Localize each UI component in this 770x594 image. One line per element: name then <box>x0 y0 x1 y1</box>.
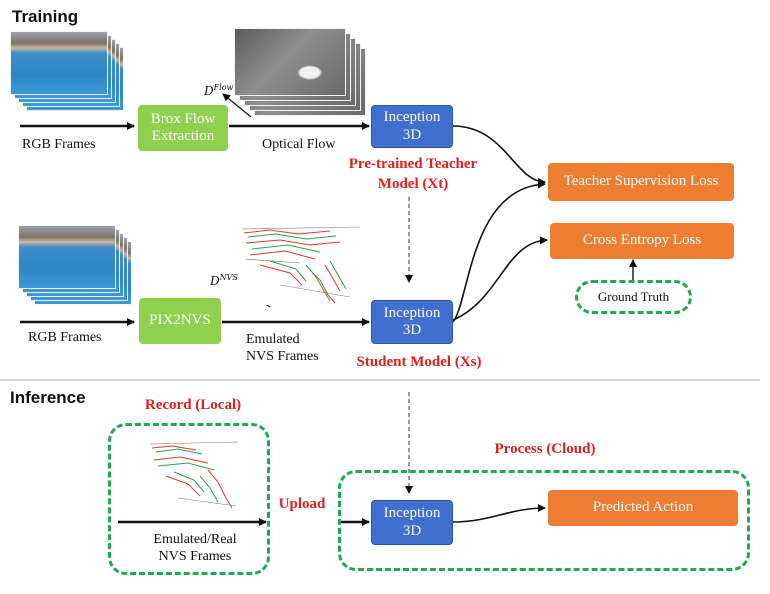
inception-3d-student: Inception 3D <box>371 300 453 344</box>
brox-flow-extraction-block: Brox Flow Extraction <box>138 105 228 151</box>
ground-truth-box <box>575 280 692 314</box>
inception-3d-inference: Inception 3D <box>371 500 453 545</box>
process-cloud-box <box>338 470 750 571</box>
teacher-supervision-loss-block: Teacher Supervision Loss <box>548 163 734 201</box>
pix2nvs-block: PIX2NVS <box>139 298 221 344</box>
cross-entropy-loss-block: Cross Entropy Loss <box>550 223 734 259</box>
curve-teacher-to-loss <box>452 125 546 186</box>
arrow-d-flow <box>222 93 252 118</box>
teacher-model-label: Pre-trained Teacher Model (Xt) <box>348 156 478 192</box>
upload-label: Upload <box>278 496 326 512</box>
curve-student-to-ce-loss <box>452 236 548 321</box>
record-local-label: Record (Local) <box>144 397 242 413</box>
curve-student-to-teacher-loss <box>452 180 546 323</box>
ground-truth-label: Ground Truth <box>597 289 670 304</box>
rgb-frames-bottom-label: RGB Frames <box>28 330 102 345</box>
d-nvs-label: DNVS <box>210 273 238 288</box>
rgb-frames-top-label: RGB Frames <box>22 137 96 152</box>
predicted-action-block: Predicted Action <box>548 490 738 526</box>
record-local-box <box>108 423 270 575</box>
optical-flow-label: Optical Flow <box>262 137 336 152</box>
nvs-frames-label: Emulated/Real NVS Frames <box>153 532 237 564</box>
nvs-event-image-training <box>240 225 365 305</box>
training-title: Training <box>12 7 79 26</box>
curve-inference-to-action <box>452 504 546 523</box>
emulated-nvs-label: Emulated NVS Frames <box>246 332 319 364</box>
d-flow-label: DFlow <box>204 83 234 98</box>
inference-title: Inference <box>10 388 86 407</box>
inception-3d-teacher: Inception 3D <box>371 105 453 148</box>
process-cloud-label: Process (Cloud) <box>494 441 596 457</box>
nvs-event-image-inference <box>148 440 244 510</box>
student-model-label: Student Model (Xs) <box>356 354 482 370</box>
